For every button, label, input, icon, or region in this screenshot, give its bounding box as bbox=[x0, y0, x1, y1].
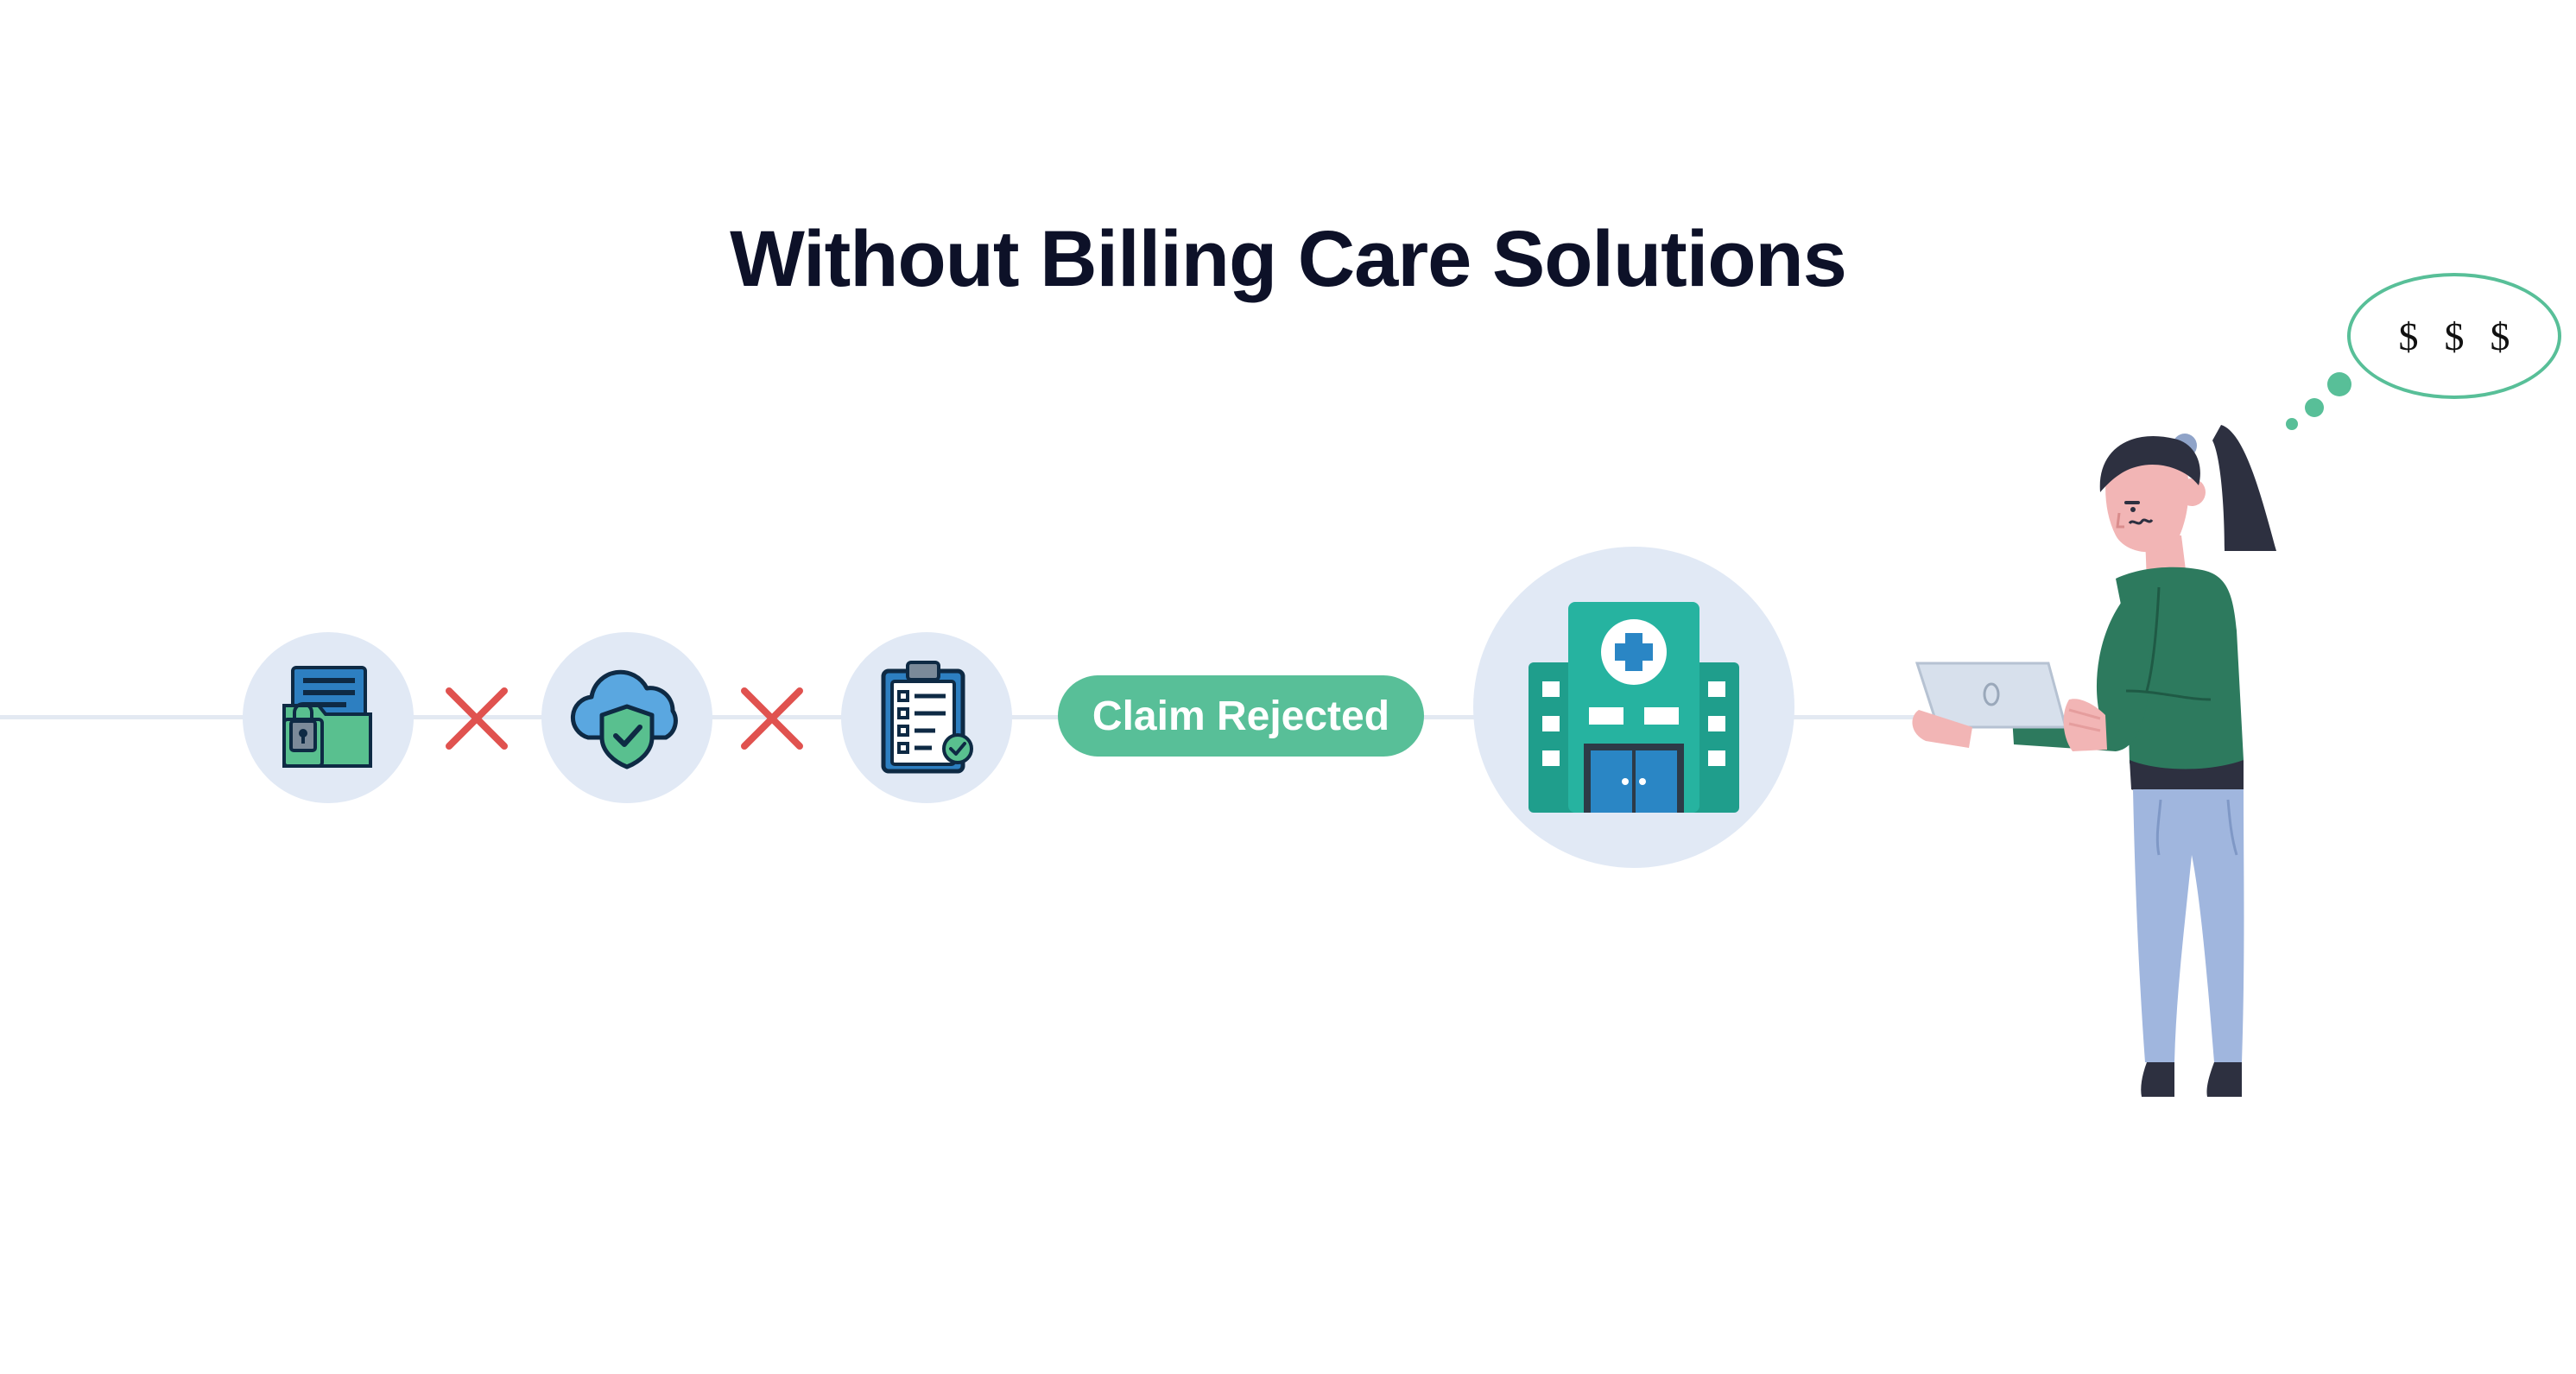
worried-person-illustration bbox=[1912, 425, 2276, 1097]
step-claim-checklist bbox=[841, 632, 1012, 803]
step-secure-documents bbox=[243, 632, 414, 803]
hospital-icon bbox=[1529, 602, 1739, 813]
x-mark-icon bbox=[741, 687, 803, 750]
step-cloud-security bbox=[541, 632, 712, 803]
claim-status-badge: Claim Rejected bbox=[1058, 675, 1424, 757]
thought-dot bbox=[2305, 398, 2324, 417]
dollar-sign: $ bbox=[2490, 313, 2510, 358]
clipboard-checklist-icon bbox=[881, 661, 973, 774]
dollar-sign: $ bbox=[2444, 313, 2465, 358]
x-mark-icon bbox=[446, 687, 508, 750]
thought-dot bbox=[2327, 372, 2351, 396]
cloud-shield-icon bbox=[570, 669, 678, 769]
thought-dot bbox=[2286, 418, 2298, 430]
thought-bubble: $ $ $ bbox=[2347, 273, 2561, 399]
destination-hospital bbox=[1473, 547, 1794, 868]
secure-folder-icon bbox=[282, 666, 372, 768]
dollar-sign: $ bbox=[2398, 313, 2419, 358]
page-title: Without Billing Care Solutions bbox=[730, 215, 1847, 303]
